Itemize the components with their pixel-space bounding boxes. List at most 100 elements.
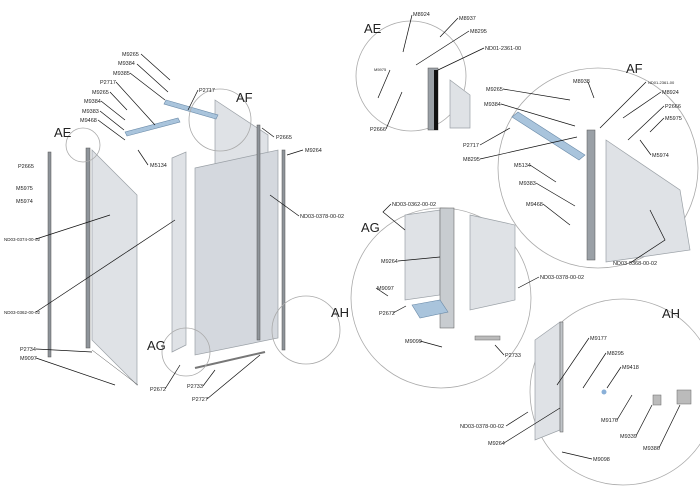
detail-circle-ah	[529, 298, 700, 486]
part-label: M9265	[122, 52, 139, 58]
callout-circle-ah	[271, 295, 341, 365]
right-wall-profile	[281, 149, 286, 351]
part-label: M9176	[601, 418, 618, 424]
part-label: P2717	[100, 80, 116, 86]
af-leader-lines	[479, 81, 666, 264]
ah-leader-lines	[503, 337, 681, 460]
part-label: ND03-0362-00-02	[392, 202, 436, 208]
detail-circle-af	[497, 67, 699, 269]
detail-title-ag: AG	[361, 220, 380, 235]
part-label: M9468	[526, 202, 543, 208]
part-label: ND03-0374-00-02	[4, 237, 41, 242]
part-label: M5975	[16, 186, 33, 192]
af-profile	[586, 129, 596, 261]
part-label: P2733	[187, 384, 203, 390]
part-label: M9177	[590, 336, 607, 342]
part-label: M9468	[80, 118, 97, 124]
callout-circle-ae	[65, 127, 101, 163]
detail-title-ah: AH	[662, 306, 680, 321]
callout-ah: AH	[331, 305, 349, 320]
part-label: ND01-2361-00	[648, 80, 675, 85]
part-label: M9383	[82, 109, 99, 115]
overview-part-labels: M9265 M9384 M9385 P2717 M9265 M9384 M938…	[4, 52, 344, 403]
corner-profile	[256, 124, 261, 341]
part-label: M9339	[620, 434, 637, 440]
part-label: ND03-0368-00-02	[613, 261, 657, 267]
ag-leader-lines	[375, 203, 540, 356]
ag-profile	[439, 207, 455, 329]
ag-bracket	[411, 299, 449, 319]
part-label: M9098	[593, 457, 610, 463]
part-label: M5974	[16, 199, 33, 205]
detail-ag: AG ND03-0362-00-02 M9264 ND03-0378-00-02…	[350, 202, 584, 389]
overview-assembly: AE AF AG AH M9265 M9384 M9385 P2717 M926…	[4, 52, 349, 403]
part-label: M9384	[84, 99, 101, 105]
part-label: M8295	[470, 29, 487, 35]
part-label: M9099	[405, 339, 422, 345]
part-label: M9383	[519, 181, 536, 187]
part-label: M9385	[113, 71, 130, 77]
bottom-rail-right	[194, 351, 266, 369]
part-label: ND01-2361-00	[485, 46, 521, 52]
part-label: M9418	[622, 365, 639, 371]
left-wall-profile	[47, 151, 52, 358]
af-glass	[605, 139, 691, 263]
ag-bottom-rail	[474, 335, 501, 341]
part-label: M9264	[381, 259, 398, 265]
part-label: M5974	[652, 153, 669, 159]
ag-glass-right	[469, 214, 516, 311]
part-label: M5134	[514, 163, 531, 169]
callout-af: AF	[236, 90, 253, 105]
ah-clip	[652, 394, 662, 406]
detail-ah: AH M9177 M8295 M9418 M9176 M9339 M9386 N…	[460, 298, 700, 486]
part-label: M9097	[20, 356, 37, 362]
part-label: M9265	[92, 90, 109, 96]
ah-washer	[601, 389, 607, 395]
part-label: M9386	[643, 446, 660, 452]
bottom-rail-left	[91, 349, 139, 386]
part-label: P2672	[379, 311, 395, 317]
part-label: M8295	[463, 157, 480, 163]
part-label: P2717	[199, 88, 215, 94]
ah-glass	[534, 321, 561, 441]
af-top-rail	[511, 111, 586, 161]
part-label: P2717	[463, 143, 479, 149]
part-label: P2734	[20, 347, 36, 353]
part-label: ND03-0362-00-02	[4, 310, 41, 315]
part-label: P2666	[370, 127, 386, 133]
ae-glass	[449, 79, 471, 129]
callout-circle-ag	[161, 327, 211, 377]
left-frame-profile	[85, 147, 91, 349]
part-label: P2666	[665, 104, 681, 110]
part-label: M8937	[459, 16, 476, 22]
part-label: P2727	[192, 397, 208, 403]
part-label: M5134	[150, 163, 167, 169]
part-label: M8924	[413, 12, 430, 18]
callout-circle-af	[188, 88, 252, 152]
part-label: M8938	[573, 79, 590, 85]
part-label: ND03-0378-00-02	[540, 275, 584, 281]
part-label: P2665	[276, 135, 292, 141]
part-label: ND03-0378-00-02	[300, 214, 344, 220]
ae-seal	[434, 70, 438, 130]
part-label: M5975	[665, 116, 682, 122]
part-label: M9384	[484, 102, 501, 108]
door-panel-left	[171, 151, 187, 353]
detail-ae: AE M8924 M8937 M8295 ND01-2361-00 M5975 …	[355, 12, 521, 133]
top-rail-left	[124, 117, 181, 137]
ag-glass-left	[404, 209, 441, 301]
part-label: ND03-0378-00-02	[460, 424, 504, 430]
part-label: P2733	[505, 353, 521, 359]
part-label: P2672	[150, 387, 166, 393]
part-label: M9097	[377, 286, 394, 292]
ah-profile	[559, 321, 564, 433]
part-label: M9384	[118, 61, 135, 67]
part-label: M8295	[607, 351, 624, 357]
part-label: M8924	[662, 90, 679, 96]
callout-ae: AE	[54, 125, 72, 140]
ae-leader-lines	[377, 14, 485, 130]
callout-ag: AG	[147, 338, 166, 353]
part-label: M9265	[486, 87, 503, 93]
